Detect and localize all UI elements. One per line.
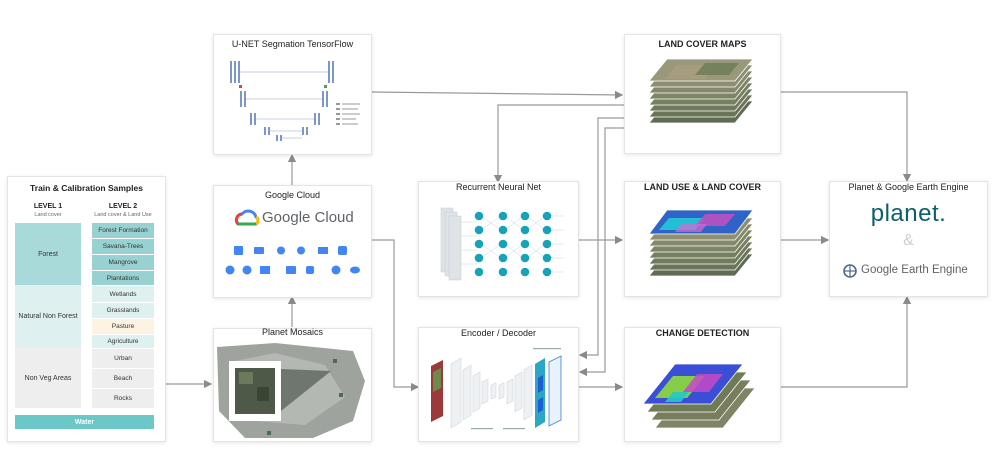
level2-rocks: Rocks xyxy=(92,389,154,409)
arrow-maps-to-rnn xyxy=(493,104,625,184)
ml-icon xyxy=(225,265,235,275)
level2-title: LEVEL 2 xyxy=(108,203,138,210)
planet-mosaics-title: Planet Mosaics xyxy=(261,327,324,337)
google-cloud-logo-icon xyxy=(234,209,260,226)
train-calibration-panel: Train & Calibration Samples LEVEL 1 Land… xyxy=(7,176,166,442)
google-cloud-logo-text: Google Cloud xyxy=(262,209,354,226)
output-prediction xyxy=(535,358,545,428)
arrow-maps-to-encoder-2 xyxy=(578,127,625,377)
planet-gee-panel: Planet & Google Earth Engine planet. & G… xyxy=(829,181,988,297)
water-row: Water xyxy=(15,415,154,429)
shield-icon xyxy=(331,265,341,275)
cluster-icon xyxy=(242,265,252,275)
unet-architecture-diagram xyxy=(230,61,360,141)
encoder-decoder-panel: Encoder / Decoder xyxy=(418,327,579,442)
google-earth-engine-logo: Google Earth Engine xyxy=(861,264,968,276)
level2-plantations: Plantations xyxy=(92,271,154,286)
arrow-maps-to-gee xyxy=(780,91,912,183)
level1-subtitle: Land cover xyxy=(34,212,62,218)
land-cover-maps-panel: LAND COVER MAPS xyxy=(624,34,781,154)
rows-icon xyxy=(260,266,270,274)
level2-forest-formation: Forest Formation xyxy=(92,223,154,239)
change-detection-panel: CHANGE DETECTION xyxy=(624,327,781,442)
land-use-map-stack xyxy=(648,209,754,277)
arrow-cloud-to-encoder xyxy=(371,239,420,392)
rnn-panel: Recurrent Neural Net xyxy=(418,181,579,297)
level1-title: LEVEL 1 xyxy=(33,203,63,210)
level1-non-veg-areas: Non Veg Areas xyxy=(15,348,81,408)
level2-savana-trees: Savana-Trees xyxy=(92,239,154,255)
level2-grasslands: Grasslands xyxy=(92,303,154,319)
level1-forest: Forest xyxy=(15,223,81,285)
land-use-title: LAND USE & LAND COVER xyxy=(643,182,761,192)
unet-title: U-NET Segmation TensorFlow xyxy=(231,39,354,49)
level2-pasture: Pasture xyxy=(92,319,154,335)
planet-mosaic-map xyxy=(217,343,365,438)
land-use-land-cover-panel: LAND USE & LAND COVER xyxy=(624,181,781,297)
planet-gee-title: Planet & Google Earth Engine xyxy=(848,182,969,192)
arrow-unet-to-maps xyxy=(370,90,624,100)
rnn-title: Recurrent Neural Net xyxy=(455,182,542,192)
land-cover-map-stack xyxy=(648,58,754,124)
cloud-icon xyxy=(350,266,360,274)
list-icon xyxy=(318,247,328,254)
encoder-decoder-title: Encoder / Decoder xyxy=(460,328,537,338)
search-icon xyxy=(297,246,305,255)
level2-beach: Beach xyxy=(92,369,154,389)
rnn-network-diagram xyxy=(440,207,564,281)
level2-urban: Urban xyxy=(92,349,154,369)
planet-mosaics-panel: Planet Mosaics xyxy=(213,327,372,442)
level2-mangrove: Mangrove xyxy=(92,255,154,271)
level2-subtitle: Land cover & Land Use xyxy=(94,212,152,218)
planet-logo: planet. xyxy=(870,200,947,227)
wrench-icon xyxy=(306,266,314,274)
train-calibration-title: Train & Calibration Samples xyxy=(30,183,143,193)
briefcase-icon xyxy=(286,266,296,274)
compute-engine-icon xyxy=(234,246,243,255)
unet-panel: U-NET Segmation TensorFlow xyxy=(213,34,372,155)
level2-wetlands: Wetlands xyxy=(92,286,154,303)
google-earth-engine-icon xyxy=(843,264,857,278)
google-cloud-panel: Google Cloud Google Cloud xyxy=(213,185,372,298)
ampersand: & xyxy=(903,232,914,249)
level1-natural-non-forest: Natural Non Forest xyxy=(15,285,81,348)
google-cloud-title: Google Cloud xyxy=(264,190,321,200)
land-cover-maps-title: LAND COVER MAPS xyxy=(658,39,747,49)
change-detection-title: CHANGE DETECTION xyxy=(655,328,750,338)
google-cloud-product-icons xyxy=(225,246,360,275)
network-icon xyxy=(277,246,285,255)
level2-agriculture: Agriculture xyxy=(92,335,154,349)
input-image xyxy=(431,360,443,422)
arrow-change-to-gee xyxy=(780,295,912,388)
change-detection-map-stack xyxy=(642,363,756,429)
arrow-maps-to-encoder-1 xyxy=(578,117,625,360)
encoder-decoder-diagram xyxy=(431,348,562,430)
graph-icon xyxy=(338,246,347,255)
cloud-storage-icon xyxy=(254,247,264,254)
